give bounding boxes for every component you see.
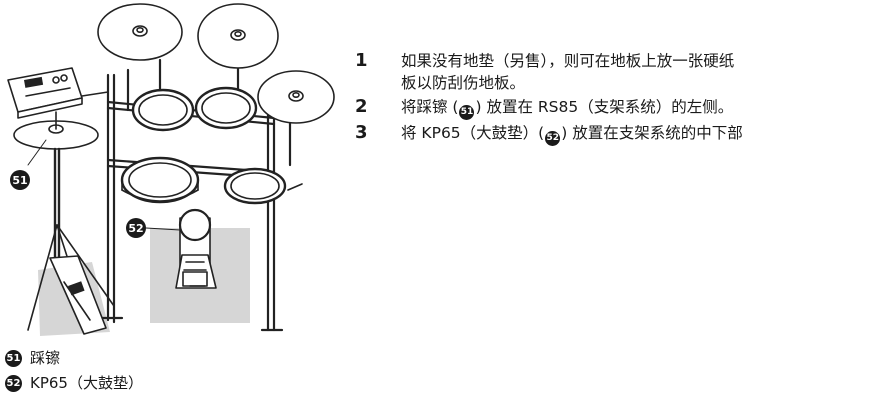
step-2-text-after: ) 放置在 RS85（支架系统）的左侧。 <box>475 98 734 116</box>
step-text: 将踩镲 (51) 放置在 RS85（支架系统）的左侧。 <box>401 96 883 120</box>
step-1: 1 如果没有地垫（另售），则可在地板上放一张硬纸 板以防刮伤地板。 <box>355 50 883 94</box>
crash-cymbal-left <box>97 3 183 61</box>
legend-label-hihat: 踩镲 <box>30 349 61 367</box>
drum-kit-illustration: 51 52 <box>7 3 335 336</box>
callout-badge-icon: 52 <box>545 131 561 146</box>
legend: 51 踩镲 52 KP65（大鼓垫） <box>5 346 143 396</box>
legend-item-hihat: 51 踩镲 <box>5 346 143 371</box>
step-number: 1 <box>355 50 368 71</box>
callout-hihat: 51 <box>10 139 47 190</box>
callout-kick: 52 <box>126 218 181 238</box>
legend-item-kick: 52 KP65（大鼓垫） <box>5 371 143 396</box>
callout-kick-label: 52 <box>128 222 143 235</box>
step-3-text-after: ) 放置在支架系统的中下部 <box>561 124 743 142</box>
step-1-line-2: 板以防刮伤地板。 <box>401 74 526 92</box>
tom-pad-2 <box>194 86 258 130</box>
step-2: 2 将踩镲 (51) 放置在 RS85（支架系统）的左侧。 <box>355 96 883 120</box>
step-number: 2 <box>355 96 368 117</box>
instruction-steps: 1 如果没有地垫（另售），则可在地板上放一张硬纸 板以防刮伤地板。 2 将踩镲 … <box>355 50 883 148</box>
step-3: 3 将 KP65（大鼓垫）(52) 放置在支架系统的中下部 <box>355 122 883 146</box>
callout-badge-icon: 52 <box>5 375 22 392</box>
step-text: 将 KP65（大鼓垫）(52) 放置在支架系统的中下部 <box>401 122 883 146</box>
callout-hihat-label: 51 <box>12 174 27 187</box>
step-2-text-before: 将踩镲 ( <box>401 98 459 116</box>
hihat-stand <box>27 147 115 335</box>
floor-tom-pad <box>223 167 303 205</box>
step-text: 如果没有地垫（另售），则可在地板上放一张硬纸 板以防刮伤地板。 <box>401 50 883 94</box>
legend-label-kick: KP65（大鼓垫） <box>30 374 143 392</box>
step-number: 3 <box>355 122 368 143</box>
step-1-line-1: 如果没有地垫（另售），则可在地板上放一张硬纸 <box>401 52 735 70</box>
crash-cymbal-right <box>257 70 335 124</box>
callout-badge-icon: 51 <box>5 350 22 367</box>
step-3-text-before: 将 KP65（大鼓垫）( <box>401 124 545 142</box>
drum-module <box>7 67 109 119</box>
snare-pad <box>120 156 200 204</box>
tom-pad-1 <box>131 88 195 132</box>
kick-pad <box>175 208 217 289</box>
hihat-cymbal <box>13 111 99 150</box>
ride-cymbal <box>197 3 279 69</box>
callout-badge-icon: 51 <box>459 105 475 120</box>
